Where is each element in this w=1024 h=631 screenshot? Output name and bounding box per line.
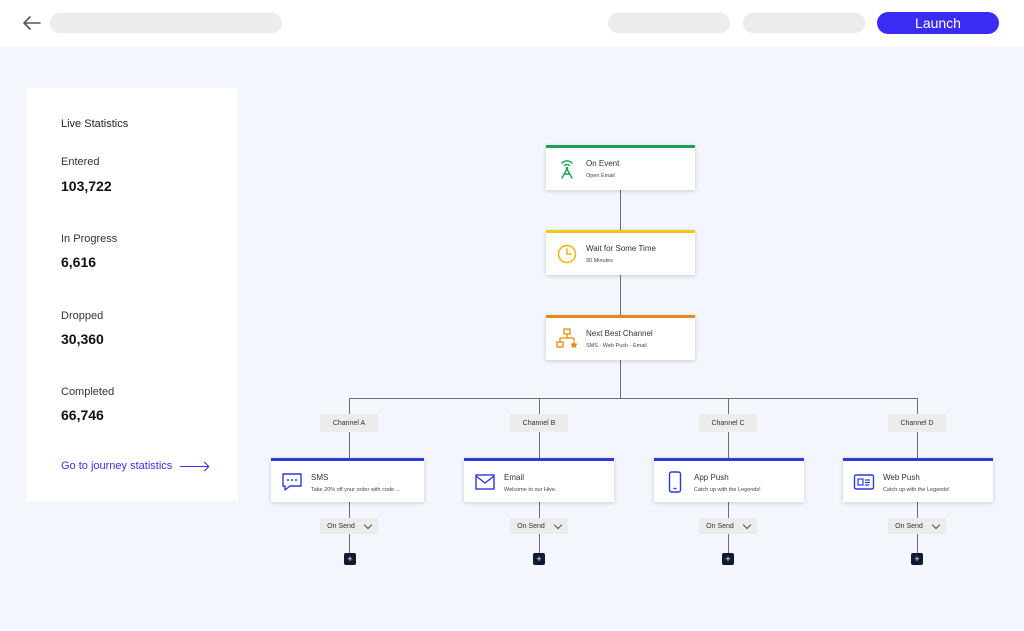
- back-arrow-icon[interactable]: [20, 12, 44, 34]
- on-send-label: On Send: [517, 522, 545, 530]
- chevron-down-icon: [742, 520, 752, 529]
- channel-a-label: Channel A: [320, 414, 378, 432]
- connector-line: [728, 398, 729, 415]
- toolbar-button-placeholder-2[interactable]: [743, 13, 865, 33]
- connector-line: [539, 398, 540, 415]
- journey-statistics-link-label: Go to journey statistics: [61, 460, 173, 472]
- browser-icon: [853, 471, 875, 493]
- stats-title: Live Statistics: [61, 118, 129, 130]
- app-push-title: App Push: [694, 473, 729, 482]
- wait-subtitle: 30 Minutes: [586, 258, 613, 264]
- antenna-icon: [556, 158, 578, 180]
- connector-line: [728, 502, 729, 518]
- stat-in-progress-value: 6,616: [61, 254, 97, 270]
- connector-line: [349, 398, 350, 415]
- email-title: Email: [504, 473, 525, 482]
- connector-line: [349, 432, 350, 459]
- add-step-button[interactable]: +: [722, 553, 734, 565]
- on-send-dropdown[interactable]: On Send: [888, 518, 946, 534]
- on-event-title: On Event: [586, 159, 620, 168]
- add-step-button[interactable]: +: [911, 553, 923, 565]
- hierarchy-star-icon: [556, 328, 578, 350]
- connector-line: [620, 190, 621, 230]
- stat-in-progress-label: In Progress: [61, 233, 118, 245]
- connector-line: [539, 432, 540, 459]
- wait-node[interactable]: Wait for Some Time 30 Minutes: [546, 230, 695, 275]
- next-best-channel-subtitle: SMS - Web Push - Email: [586, 343, 647, 349]
- connector-line: [349, 502, 350, 518]
- clock-icon: [556, 243, 578, 265]
- toolbar-button-placeholder-1[interactable]: [608, 13, 730, 33]
- on-send-dropdown[interactable]: On Send: [320, 518, 378, 534]
- on-event-subtitle: Open Email: [586, 173, 615, 179]
- on-send-dropdown[interactable]: On Send: [699, 518, 757, 534]
- connector-line: [539, 534, 540, 553]
- journey-name-placeholder: [50, 13, 282, 33]
- stat-dropped-value: 30,360: [61, 331, 104, 347]
- chevron-down-icon: [553, 520, 563, 529]
- add-step-button[interactable]: +: [344, 553, 356, 565]
- next-best-channel-node[interactable]: Next Best Channel SMS - Web Push - Email: [546, 315, 695, 360]
- on-send-label: On Send: [895, 522, 923, 530]
- chevron-down-icon: [363, 520, 373, 529]
- connector-line: [349, 398, 918, 399]
- connector-line: [728, 534, 729, 553]
- sms-icon: [281, 471, 303, 493]
- sms-title: SMS: [311, 473, 329, 482]
- sms-subtitle: Take 20% off your order with code ...: [311, 487, 401, 493]
- connector-line: [728, 432, 729, 459]
- channel-c-label: Channel C: [699, 414, 757, 432]
- email-subtitle: Welcome to our Hive.: [504, 487, 557, 493]
- web-push-subtitle: Catch up with the Legends!: [883, 487, 950, 493]
- arrow-right-icon: [180, 465, 209, 467]
- connector-line: [620, 275, 621, 315]
- on-send-dropdown[interactable]: On Send: [510, 518, 568, 534]
- stat-entered-label: Entered: [61, 156, 100, 168]
- top-bar: Launch: [0, 0, 1024, 47]
- sms-node[interactable]: SMS Take 20% off your order with code ..…: [271, 458, 424, 502]
- on-event-node[interactable]: On Event Open Email: [546, 145, 695, 190]
- stat-dropped-label: Dropped: [61, 310, 104, 322]
- app-push-subtitle: Catch up with the Legends!: [694, 487, 761, 493]
- launch-button[interactable]: Launch: [877, 12, 999, 34]
- channel-b-label: Channel B: [510, 414, 568, 432]
- chevron-down-icon: [931, 520, 941, 529]
- on-send-label: On Send: [327, 522, 355, 530]
- connector-line: [539, 502, 540, 518]
- connector-line: [917, 502, 918, 518]
- next-best-channel-title: Next Best Channel: [586, 329, 653, 338]
- connector-line: [620, 360, 621, 398]
- connector-line: [917, 534, 918, 553]
- on-send-label: On Send: [706, 522, 734, 530]
- stat-completed-value: 66,746: [61, 407, 104, 423]
- stat-completed-label: Completed: [61, 386, 115, 398]
- app-push-node[interactable]: App Push Catch up with the Legends!: [654, 458, 804, 502]
- email-node[interactable]: Email Welcome to our Hive.: [464, 458, 614, 502]
- connector-line: [917, 398, 918, 415]
- stat-entered-value: 103,722: [61, 178, 112, 194]
- channel-d-label: Channel D: [888, 414, 946, 432]
- connector-line: [917, 432, 918, 459]
- web-push-node[interactable]: Web Push Catch up with the Legends!: [843, 458, 993, 502]
- web-push-title: Web Push: [883, 473, 920, 482]
- phone-icon: [664, 471, 686, 493]
- live-statistics-panel: Live Statistics Entered 103,722 In Progr…: [27, 88, 238, 501]
- journey-statistics-link[interactable]: Go to journey statistics: [61, 460, 209, 472]
- connector-line: [349, 534, 350, 553]
- wait-title: Wait for Some Time: [586, 244, 656, 253]
- add-step-button[interactable]: +: [533, 553, 545, 565]
- email-icon: [474, 471, 496, 493]
